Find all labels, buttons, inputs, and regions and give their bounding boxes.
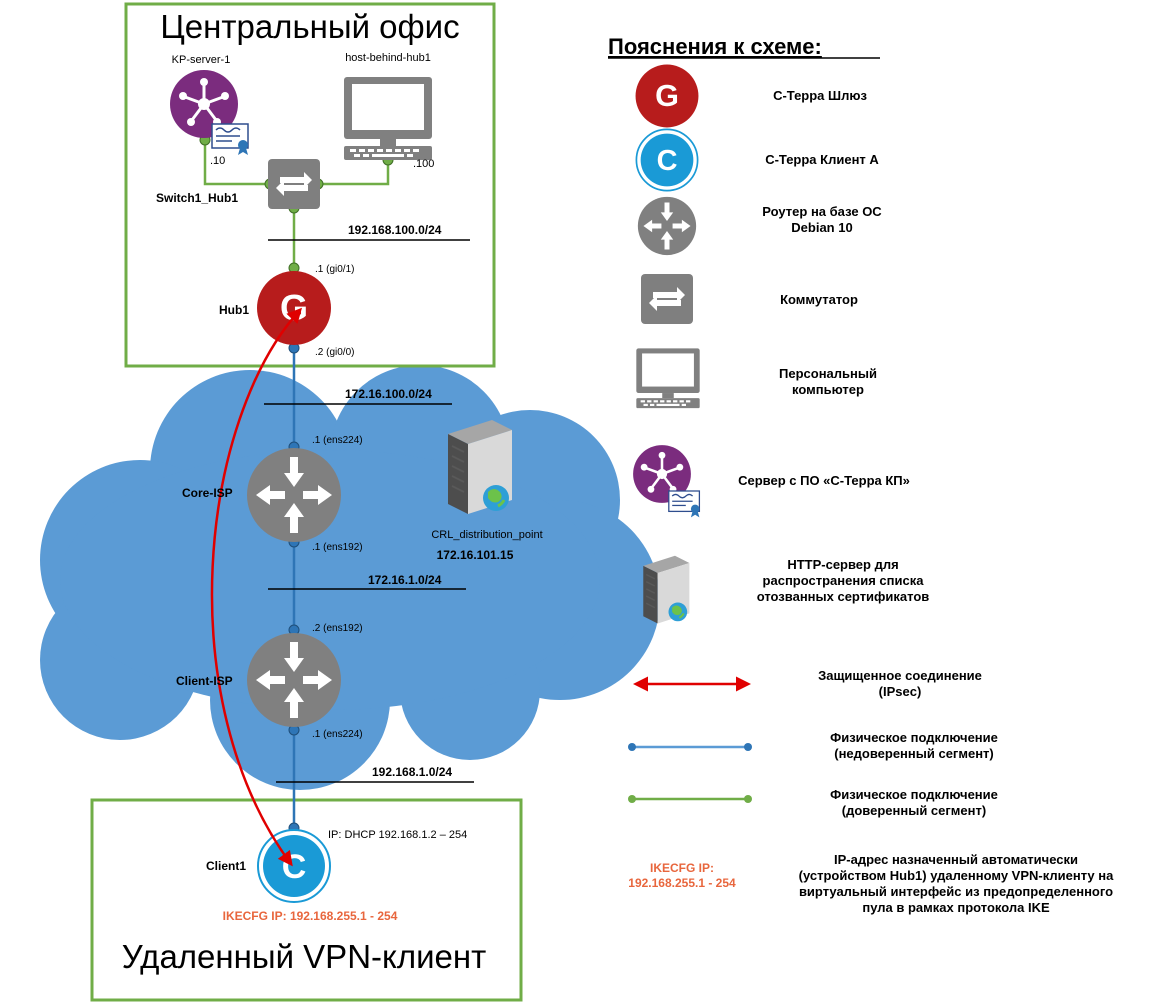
subnet-middle: 172.16.1.0/24 [368,573,442,587]
kp-server-ip: .10 [210,155,225,167]
central-office-title: Центральный офис [160,8,459,45]
client-name: Client1 [206,859,246,873]
legend-gateway-icon [635,64,699,128]
router-icon-core [247,448,341,542]
central-office-frame [124,2,496,368]
hub-port-outside: .2 (gi0/0) [315,347,354,358]
legend-pc-label-1: Персональный [779,366,877,381]
legend-client-label: С-Терра Клиент А [765,152,879,167]
core-isp-port-bottom: .1 (ens192) [312,542,363,553]
crl-name: CRL_distribution_point [431,529,542,541]
subnet-central: 192.168.100.0/24 [348,223,442,237]
legend-trusted-label-1: Физическое подключение [830,787,998,802]
server-tower-icon [446,418,514,516]
gateway-g-icon [257,271,331,345]
client-isp-name: Client-ISP [176,674,233,688]
legend-untrusted-label-2: (недоверенный сегмент) [834,746,994,761]
remote-title: Удаленный VPN-клиент [122,938,486,975]
core-isp-name: Core-ISP [182,486,233,500]
legend-gateway-label: С-Терра Шлюз [773,88,867,103]
legend-kp-server-label: Сервер с ПО «С-Терра КП» [738,473,910,488]
subnet-top: 172.16.100.0/24 [345,387,432,401]
ipsec-arrow [210,307,303,867]
legend-http-server-icon [642,554,691,625]
legend-ikecfg-label-2: (устройством Hub1) удаленному VPN-клиент… [799,868,1114,883]
kp-server-name: KP-server-1 [172,54,231,66]
client-ip: IP: DHCP 192.168.1.2 – 254 [328,829,467,841]
legend-http-label-3: отозванных сертификатов [757,589,930,604]
legend-http-label-1: HTTP-сервер для [787,557,898,572]
switch-name: Switch1_Hub1 [156,191,238,205]
legend-pc-label-2: компьютер [792,382,864,397]
legend: Пояснения к схеме: С-Терра Шлюз С-Терра … [608,34,1114,915]
legend-ikecfg-label-4: пула в рамках протокола IKE [862,900,1050,915]
hub-name: Hub1 [219,303,249,317]
legend-untrusted-label-1: Физическое подключение [830,730,998,745]
legend-router-label-2: Debian 10 [791,220,852,235]
crl-ip: 172.16.101.15 [437,548,514,562]
legend-ikecfg-title-2: 192.168.255.1 - 254 [628,876,736,890]
legend-router-icon [637,196,697,256]
host-ip: .100 [413,158,434,170]
legend-ipsec-label-2: (IPsec) [879,684,922,699]
router-icon-client [247,633,341,727]
trusted-links [203,140,390,268]
legend-pc-icon [636,348,700,409]
host-name: host-behind-hub1 [345,52,431,64]
legend-ikecfg-title-1: IKECFG IP: [650,861,714,875]
legend-ikecfg-label-1: IP-адрес назначенный автоматически [834,852,1078,867]
legend-trusted-label-2: (доверенный сегмент) [842,803,986,818]
subnet-bottom: 192.168.1.0/24 [372,765,452,779]
client-isp-port-bottom: .1 (ens224) [312,729,363,740]
hub-port-inside: .1 (gi0/1) [315,264,354,275]
remote-frame [90,798,523,1002]
legend-router-label-1: Роутер на базе ОС [762,204,882,219]
legend-title: Пояснения к схеме: [608,34,822,59]
legend-untrusted-line [628,743,752,751]
legend-client-icon [635,128,699,192]
legend-http-label-2: распространения списка [763,573,925,588]
legend-switch-label: Коммутатор [780,292,858,307]
switch-icon [268,159,320,209]
internet-cloud [40,365,660,790]
legend-ipsec-label-1: Защищенное соединение [818,668,982,683]
client-c-icon [257,829,331,903]
legend-ikecfg-label-3: виртуальный интерфейс из предопределенно… [799,884,1113,899]
legend-kp-server-icon [631,443,701,519]
computer-icon [344,77,432,160]
client-isp-port-top: .2 (ens192) [312,623,363,634]
legend-switch-icon [641,274,693,324]
client-ikecfg: IKECFG IP: 192.168.255.1 - 254 [223,909,398,923]
legend-trusted-line [628,795,752,803]
core-isp-port-top: .1 (ens224) [312,435,363,446]
